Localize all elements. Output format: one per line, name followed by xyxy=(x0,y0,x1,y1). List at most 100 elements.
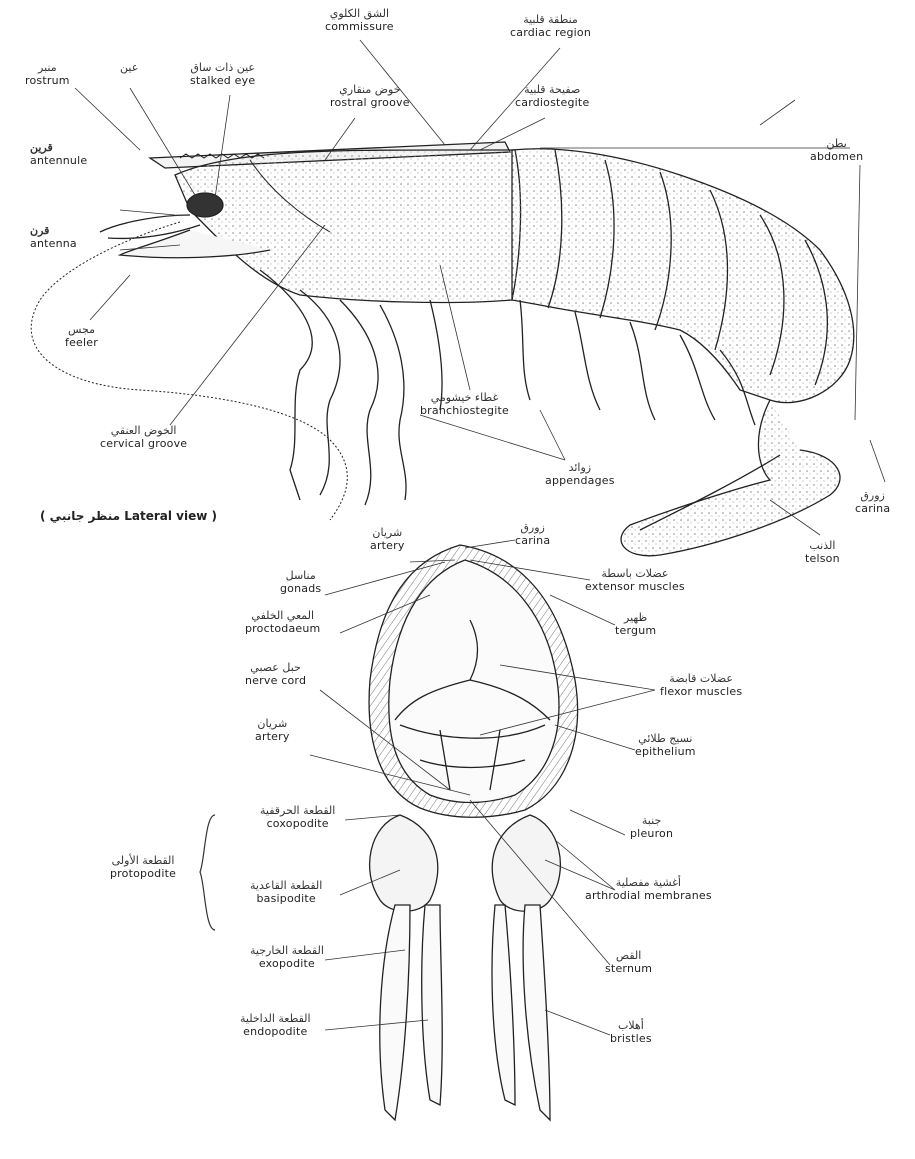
label-cardiac-region: منطقة قلبية cardiac region xyxy=(510,14,591,39)
label-epithelium-ar: نسيج طلائي xyxy=(635,733,696,746)
label-branchiostegite-en: branchiostegite xyxy=(420,405,509,418)
label-basipodite: القطعة القاعدية basipodite xyxy=(250,880,322,905)
label-rostrum: منبر rostrum xyxy=(25,62,70,87)
label-artery: شريان artery xyxy=(255,718,290,743)
label-cervical-groove-ar: الخوض العنقي xyxy=(100,425,187,438)
label-artery-top: شريان artery xyxy=(370,527,405,552)
label-endopodite: القطعة الداخلية endopodite xyxy=(240,1013,311,1038)
label-protopodite-ar: القطعة الأولى xyxy=(110,855,176,868)
label-feeler-ar: مجس xyxy=(65,324,98,337)
label-flexor-muscles: عضلات قابضة flexor muscles xyxy=(660,673,742,698)
label-rostral-groove: خوض منقاري rostral groove xyxy=(330,84,410,109)
label-antenna: قرن antenna xyxy=(30,225,77,250)
label-commissure-ar: الشق الكلوي xyxy=(325,8,394,21)
label-artery-en: artery xyxy=(255,731,290,744)
label-branchiostegite-ar: غطاء خيشومي xyxy=(420,392,509,405)
label-cardiac-region-ar: منطقة قلبية xyxy=(510,14,591,27)
label-basipodite-en: basipodite xyxy=(250,893,322,906)
label-abdomen-ar: بطن xyxy=(810,138,863,151)
label-carina-lateral: زورق carina xyxy=(855,490,890,515)
eye-shape xyxy=(187,193,223,217)
label-telson: الذنب telson xyxy=(805,540,840,565)
label-antennule-ar: قرين xyxy=(30,142,87,155)
label-arthrodial-membranes-en: arthrodial membranes xyxy=(585,890,712,903)
label-pleuron: جنبة pleuron xyxy=(630,815,673,840)
label-tergum: ظهير tergum xyxy=(615,612,656,637)
label-feeler-en: feeler xyxy=(65,337,98,350)
label-tergum-ar: ظهير xyxy=(615,612,656,625)
label-cardiostegite-en: cardiostegite xyxy=(515,97,589,110)
label-antennule: قرين antennule xyxy=(30,142,87,167)
label-sternum-en: sternum xyxy=(605,963,652,976)
label-nerve-cord-ar: حبل عصبي xyxy=(245,662,306,675)
label-antennule-en: antennule xyxy=(30,155,87,168)
label-basipodite-ar: القطعة القاعدية xyxy=(250,880,322,893)
label-proctodaeum-en: proctodaeum xyxy=(245,623,320,636)
label-exopodite-en: exopodite xyxy=(250,958,324,971)
label-abdomen-en: abdomen xyxy=(810,151,863,164)
label-appendages-en: appendages xyxy=(545,475,615,488)
label-protopodite: القطعة الأولى protopodite xyxy=(110,855,176,880)
label-appendages-ar: زوائد xyxy=(545,462,615,475)
label-extensor-muscles: عضلات باسطة extensor muscles xyxy=(585,568,685,593)
label-flexor-muscles-ar: عضلات قابضة xyxy=(660,673,742,686)
label-epithelium-en: epithelium xyxy=(635,746,696,759)
label-sternum: القص sternum xyxy=(605,950,652,975)
label-arthrodial-membranes: أغشية مفصلية arthrodial membranes xyxy=(585,877,712,902)
label-appendages: زوائد appendages xyxy=(545,462,615,487)
label-exopodite: القطعة الخارجية exopodite xyxy=(250,945,324,970)
label-rostrum-en: rostrum xyxy=(25,75,70,88)
label-coxopodite-en: coxopodite xyxy=(260,818,335,831)
label-commissure: الشق الكلوي commissure xyxy=(325,8,394,33)
label-carina-lateral-en: carina xyxy=(855,503,890,516)
label-arthrodial-membranes-ar: أغشية مفصلية xyxy=(585,877,712,890)
label-branchiostegite: غطاء خيشومي branchiostegite xyxy=(420,392,509,417)
label-nerve-cord-en: nerve cord xyxy=(245,675,306,688)
label-gonads-ar: مناسل xyxy=(280,570,321,583)
label-cardiostegite: صفيحة قلبية cardiostegite xyxy=(515,84,589,109)
label-commissure-en: commissure xyxy=(325,21,394,34)
label-cervical-groove: الخوض العنقي cervical groove xyxy=(100,425,187,450)
label-eye: عين xyxy=(120,62,138,75)
label-tergum-en: tergum xyxy=(615,625,656,638)
label-stalked-eye-en: stalked eye xyxy=(190,75,255,88)
label-proctodaeum-ar: المعي الخلفي xyxy=(245,610,320,623)
label-gonads-en: gonads xyxy=(280,583,321,596)
label-rostral-groove-ar: خوض منقاري xyxy=(330,84,410,97)
label-antenna-ar: قرن xyxy=(30,225,77,238)
label-carina-section-en: carina xyxy=(515,535,550,548)
label-bristles-en: bristles xyxy=(610,1033,652,1046)
label-antenna-en: antenna xyxy=(30,238,77,251)
label-protopodite-en: protopodite xyxy=(110,868,176,881)
label-rostrum-ar: منبر xyxy=(25,62,70,75)
label-eye-ar: عين xyxy=(120,62,138,75)
lateral-view-drawing xyxy=(31,142,854,556)
label-extensor-muscles-en: extensor muscles xyxy=(585,581,685,594)
label-flexor-muscles-en: flexor muscles xyxy=(660,686,742,699)
label-coxopodite: القطعة الحرقفية coxopodite xyxy=(260,805,335,830)
label-cardiac-region-en: cardiac region xyxy=(510,27,591,40)
label-exopodite-ar: القطعة الخارجية xyxy=(250,945,324,958)
label-pleuron-ar: جنبة xyxy=(630,815,673,828)
label-cardiostegite-ar: صفيحة قلبية xyxy=(515,84,589,97)
label-artery-ar: شريان xyxy=(255,718,290,731)
label-proctodaeum: المعي الخلفي proctodaeum xyxy=(245,610,320,635)
label-endopodite-en: endopodite xyxy=(240,1026,311,1039)
label-carina-section: زورق carina xyxy=(515,522,550,547)
label-artery-top-ar: شريان xyxy=(370,527,405,540)
label-epithelium: نسيج طلائي epithelium xyxy=(635,733,696,758)
label-gonads: مناسل gonads xyxy=(280,570,321,595)
label-telson-ar: الذنب xyxy=(805,540,840,553)
label-stalked-eye: عين ذات ساق stalked eye xyxy=(190,62,255,87)
label-abdomen: بطن abdomen xyxy=(810,138,863,163)
label-coxopodite-ar: القطعة الحرقفية xyxy=(260,805,335,818)
label-nerve-cord: حبل عصبي nerve cord xyxy=(245,662,306,687)
label-feeler: مجس feeler xyxy=(65,324,98,349)
label-sternum-ar: القص xyxy=(605,950,652,963)
lateral-view-caption: ( منظر جانبي Lateral view ) xyxy=(40,510,217,524)
label-telson-en: telson xyxy=(805,553,840,566)
label-bristles-ar: أهلاب xyxy=(610,1020,652,1033)
label-bristles: أهلاب bristles xyxy=(610,1020,652,1045)
